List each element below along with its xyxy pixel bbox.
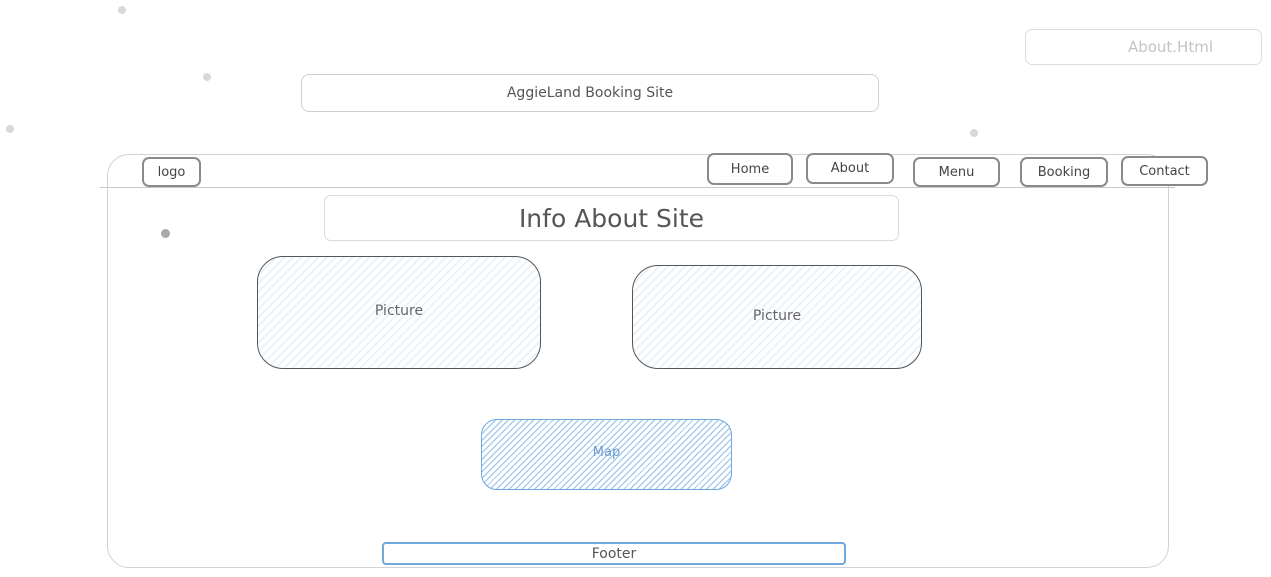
- nav-about-label: About: [830, 161, 870, 176]
- picture-placeholder-right: Picture: [632, 265, 922, 369]
- decorative-dot: [118, 6, 126, 14]
- picture-placeholder-left: Picture: [257, 256, 541, 369]
- file-name-tab[interactable]: About.Html: [1025, 29, 1262, 65]
- nav-about-button[interactable]: About: [806, 153, 894, 184]
- page-heading: Info About Site: [324, 195, 899, 241]
- site-title-box: AggieLand Booking Site: [301, 74, 879, 112]
- decorative-dot: [161, 229, 170, 238]
- map-label: Map: [592, 445, 621, 460]
- file-name-label: About.Html: [1127, 38, 1213, 56]
- map-placeholder: Map: [481, 419, 732, 490]
- decorative-dot: [6, 125, 14, 133]
- picture-label: Picture: [752, 308, 802, 324]
- navbar-divider: [100, 187, 1175, 188]
- decorative-dot: [970, 129, 978, 137]
- nav-home-label: Home: [730, 161, 770, 177]
- page-heading-label: Info About Site: [518, 203, 705, 233]
- page-frame: [107, 154, 1169, 568]
- nav-menu-label: Menu: [938, 164, 975, 180]
- nav-booking-label: Booking: [1037, 164, 1091, 180]
- picture-label: Picture: [374, 302, 424, 319]
- nav-home-button[interactable]: Home: [707, 153, 793, 185]
- nav-contact-label: Contact: [1139, 163, 1190, 179]
- nav-menu-button[interactable]: Menu: [913, 157, 1000, 187]
- decorative-dot: [203, 73, 211, 81]
- nav-booking-button[interactable]: Booking: [1020, 157, 1108, 187]
- footer: Footer: [382, 542, 846, 565]
- site-title-label: AggieLand Booking Site: [506, 85, 674, 101]
- nav-contact-button[interactable]: Contact: [1121, 156, 1208, 186]
- logo-label: logo: [157, 164, 186, 180]
- logo[interactable]: logo: [142, 157, 201, 187]
- footer-label: Footer: [591, 545, 637, 562]
